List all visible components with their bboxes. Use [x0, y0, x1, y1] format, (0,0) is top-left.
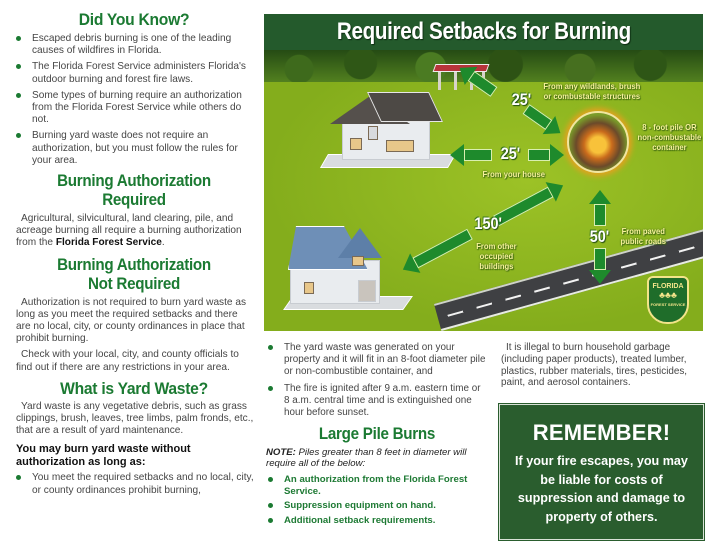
yard-waste-heading: What is Yard Waste?	[60, 378, 208, 398]
label-line: From any wildlands, brush	[543, 81, 641, 91]
label-buildings: From other occupied buildings	[476, 241, 516, 271]
left-column: Did You Know? Escaped debris burning is …	[14, 10, 254, 501]
did-you-know-heading: Did You Know?	[78, 10, 190, 29]
logo-title: FLORIDA	[652, 283, 684, 290]
middle-column: The yard waste was generated on your pro…	[266, 342, 488, 530]
auth-required-text: Agricultural, silvicultural, land cleari…	[14, 213, 254, 250]
label-line: public roads	[620, 236, 667, 246]
remember-title: REMEMBER!	[532, 420, 671, 445]
list-item: Burning yard waste does not require an a…	[14, 130, 254, 167]
florida-forest-service-logo: FLORIDA ♣♣♣ FOREST SERVICE	[647, 276, 689, 324]
auth-not-required-heading: Burning Authorization Not Required	[24, 256, 245, 294]
heading-line: Burning Authorization	[57, 172, 211, 191]
distance-buildings: 150'	[474, 214, 502, 233]
distance-wildlands: 25'	[511, 90, 532, 109]
distance-road: 50'	[589, 227, 610, 246]
paragraph-end: .	[161, 237, 165, 249]
list-item: Some types of burning require an authori…	[14, 90, 254, 127]
list-item: Escaped debris burning is one of the lea…	[14, 33, 254, 57]
label-line: non-combustable	[637, 132, 702, 142]
conditions-list-continued: The yard waste was generated on your pro…	[266, 342, 488, 419]
label-line: occupied	[479, 251, 514, 261]
large-pile-requirements: An authorization from the Florida Forest…	[266, 474, 488, 527]
illegal-burning-text: It is illegal to burn household garbage …	[501, 342, 688, 389]
check-local-text: Check with your local, city, and county …	[16, 349, 239, 373]
label-line: or combustable structures	[543, 91, 641, 101]
heading-line: Required	[102, 191, 166, 210]
graphic-title: Required Setbacks for Burning	[336, 18, 631, 45]
right-column: It is illegal to burn household garbage …	[499, 342, 705, 389]
other-building-icon	[278, 226, 413, 316]
fire-pile-icon	[567, 111, 629, 173]
label-road: From paved public roads	[621, 226, 666, 246]
large-pile-note: NOTE: Piles greater than 8 feet in diame…	[266, 447, 488, 470]
label-line: buildings	[479, 261, 514, 271]
auth-not-required-text: Authorization is not required to burn ya…	[16, 296, 246, 345]
graphic-title-banner: Required Setbacks for Burning	[264, 14, 703, 50]
yard-waste-text: Yard waste is any vegetative debris, suc…	[16, 400, 254, 437]
label-house: From your house	[482, 169, 545, 179]
list-item: Suppression equipment on hand.	[266, 500, 488, 512]
label-line: 8 - foot pile OR	[642, 122, 697, 132]
did-you-know-list: Escaped debris burning is one of the lea…	[14, 33, 254, 167]
list-item: The yard waste was generated on your pro…	[266, 342, 488, 377]
your-house-icon	[319, 92, 457, 172]
list-item: An authorization from the Florida Forest…	[266, 474, 488, 498]
label-line: From paved	[621, 226, 665, 236]
auth-required-heading: Burning Authorization Required	[24, 172, 245, 210]
note-text: Piles greater than 8 feet in diameter wi…	[266, 446, 467, 470]
agency-name: Florida Forest Service	[55, 237, 162, 249]
conditions-heading: You may burn yard waste without authoriz…	[16, 443, 191, 468]
remember-text: If your fire escapes, you may be liable …	[515, 454, 688, 524]
list-item: Additional setback requirements.	[266, 515, 488, 527]
note-label: NOTE:	[266, 446, 296, 458]
list-item: The fire is ignited after 9 a.m. eastern…	[266, 383, 488, 418]
label-pile: 8 - foot pile OR non-combustable contain…	[638, 122, 702, 152]
distance-house: 25'	[500, 144, 521, 163]
label-line: container	[652, 142, 687, 152]
label-line: From other	[476, 241, 517, 251]
remember-box: REMEMBER! If your fire escapes, you may …	[498, 403, 705, 541]
conditions-list: You meet the required setbacks and no lo…	[14, 472, 254, 496]
setbacks-graphic: Required Setbacks for Burning	[264, 14, 703, 331]
heading-line: Burning Authorization	[57, 255, 211, 274]
paragraph-text: Agricultural, silvicultural, land cleari…	[16, 213, 242, 249]
palm-trees-icon: ♣♣♣	[659, 290, 677, 300]
list-item: You meet the required setbacks and no lo…	[14, 472, 254, 496]
logo-subtitle: FOREST SERVICE	[650, 302, 686, 307]
heading-line: Not Required	[88, 274, 180, 293]
list-item: The Florida Forest Service administers F…	[14, 61, 254, 85]
large-pile-heading: Large Pile Burns	[318, 424, 436, 443]
label-wildlands: From any wildlands, brush or combustable…	[543, 81, 640, 101]
